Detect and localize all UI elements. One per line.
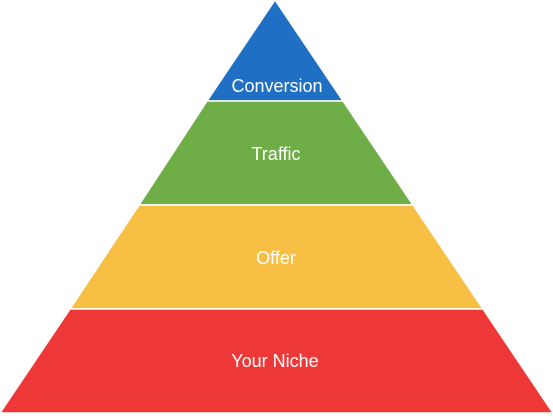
pyramid-label-your-niche: Your Niche [231, 351, 318, 371]
pyramid-label-offer: Offer [256, 248, 296, 268]
pyramid-label-traffic: Traffic [251, 144, 300, 164]
pyramid-label-conversion: Conversion [231, 76, 322, 96]
pyramid-tier-your-niche [0, 308, 553, 414]
